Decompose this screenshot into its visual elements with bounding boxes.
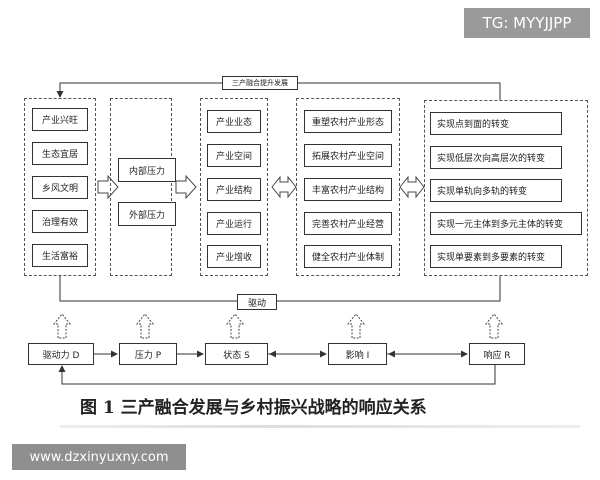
goal-box: 治理有效: [32, 210, 88, 233]
state-box: 产业增收: [207, 245, 261, 268]
figure-caption: 图 1 三产融合发展与乡村振兴战略的响应关系: [80, 398, 427, 418]
state-box: 产业运行: [207, 212, 261, 235]
impact-box: 完善农村产业经营: [304, 212, 392, 235]
state-group: [200, 98, 268, 276]
goal-box: 乡风文明: [32, 176, 88, 199]
dpsir-response: 响应 R: [469, 343, 525, 365]
up-arrow-d: [52, 313, 72, 339]
double-arrow-2: [399, 175, 425, 199]
impact-box: 拓展农村产业空间: [304, 144, 392, 167]
pressure-box: 外部压力: [118, 202, 176, 226]
right-arrow-2: [175, 174, 197, 200]
impact-group: [296, 98, 400, 276]
goal-box: 生态宜居: [32, 142, 88, 165]
dpsir-state: 状态 S: [205, 343, 268, 365]
bottom-loop-line: [58, 365, 496, 385]
goal-box: 产业兴旺: [32, 108, 88, 131]
response-group: [424, 100, 588, 276]
dpsir-impact: 影响 I: [328, 343, 387, 365]
top-label-upgrade: 三产融合提升发展: [222, 76, 298, 90]
up-arrow-i: [346, 313, 366, 339]
faded-text-line: [60, 425, 580, 428]
dpsir-driving-force: 驱动力 D: [28, 343, 94, 365]
goal-box: 生活富裕: [32, 244, 88, 267]
response-box: 实现低层次向高层次的转变: [430, 146, 562, 169]
watermark-top: TG: MYYJJPP: [464, 8, 590, 38]
impact-box: 健全农村产业体制: [304, 245, 392, 268]
state-box: 产业结构: [207, 178, 261, 201]
response-box: 实现一元主体到多元主体的转变: [430, 212, 582, 235]
state-box: 产业空间: [207, 144, 261, 167]
response-box: 实现单要素到多要素的转变: [430, 245, 562, 268]
up-arrow-r: [484, 313, 504, 339]
impact-box: 重塑农村产业形态: [304, 110, 392, 133]
pressure-group: [110, 98, 172, 276]
rural-goals-group: [24, 98, 96, 276]
dpsir-pressure: 压力 P: [119, 343, 177, 365]
up-arrow-s: [225, 313, 245, 339]
impact-box: 丰富农村产业结构: [304, 178, 392, 201]
state-box: 产业业态: [207, 110, 261, 133]
double-arrow-1: [271, 175, 297, 199]
drive-line: [59, 276, 501, 302]
response-box: 实现单轨向多轨的转变: [430, 179, 562, 202]
watermark-bottom: www.dzxinyuxny.com: [12, 444, 186, 470]
response-box: 实现点到面的转变: [430, 112, 562, 135]
right-arrow-1: [97, 174, 119, 200]
up-arrow-p: [135, 313, 155, 339]
drive-label: 驱动: [237, 294, 277, 310]
pressure-box: 内部压力: [118, 158, 176, 182]
